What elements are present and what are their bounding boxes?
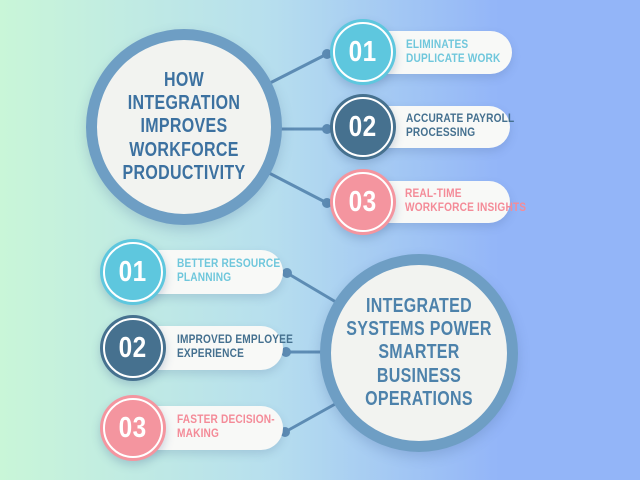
top-item-1-number-circle: 01 bbox=[330, 19, 396, 85]
connector-dot-bottom-1 bbox=[282, 268, 292, 278]
connector-dot-top-3 bbox=[322, 198, 332, 208]
top-item-3-label: REAL-TIME WORKFORCE INSIGHTS bbox=[405, 188, 527, 214]
bottom-hub-circle: INTEGRATED SYSTEMS POWER SMARTER BUSINES… bbox=[320, 254, 518, 452]
bottom-item-2-number: 02 bbox=[119, 331, 147, 364]
top-item-1-number: 01 bbox=[349, 35, 377, 68]
top-hub-circle: HOW INTEGRATION IMPROVES WORKFORCE PRODU… bbox=[86, 29, 282, 225]
top-item-2-number: 02 bbox=[349, 110, 377, 143]
bottom-item-1-number: 01 bbox=[119, 255, 147, 288]
bottom-item-3-number-circle: 03 bbox=[100, 395, 166, 461]
bottom-item-3-label: FASTER DECISION- MAKING bbox=[177, 414, 275, 440]
top-item-3-number: 03 bbox=[349, 185, 377, 218]
connector-dot-bottom-2 bbox=[281, 347, 291, 357]
connector-dot-top-2 bbox=[322, 124, 332, 134]
bottom-item-1-number-circle: 01 bbox=[100, 239, 166, 305]
connector-dot-top-1 bbox=[322, 49, 332, 59]
bottom-item-2-number-circle: 02 bbox=[100, 315, 166, 381]
bottom-item-1-label: BETTER RESOURCE PLANNING bbox=[177, 258, 281, 284]
connector-line-top-3 bbox=[268, 171, 328, 205]
top-item-1-label: ELIMINATES DUPLICATE WORK bbox=[406, 38, 501, 65]
bottom-item-3-number: 03 bbox=[119, 411, 147, 444]
bottom-item-2-label: IMPROVED EMPLOYEE EXPERIENCE bbox=[177, 334, 294, 360]
bottom-hub-title: INTEGRATED SYSTEMS POWER SMARTER BUSINES… bbox=[346, 295, 492, 410]
top-item-2-label: ACCURATE PAYROLL PROCESSING bbox=[406, 113, 515, 139]
top-item-3-number-circle: 03 bbox=[330, 169, 396, 235]
top-item-2-number-circle: 02 bbox=[330, 94, 396, 160]
top-hub-title: HOW INTEGRATION IMPROVES WORKFORCE PRODU… bbox=[122, 69, 246, 184]
connector-line-top-1 bbox=[269, 52, 328, 85]
bottom-item-2-pill: IMPROVED EMPLOYEE EXPERIENCE bbox=[120, 326, 293, 370]
